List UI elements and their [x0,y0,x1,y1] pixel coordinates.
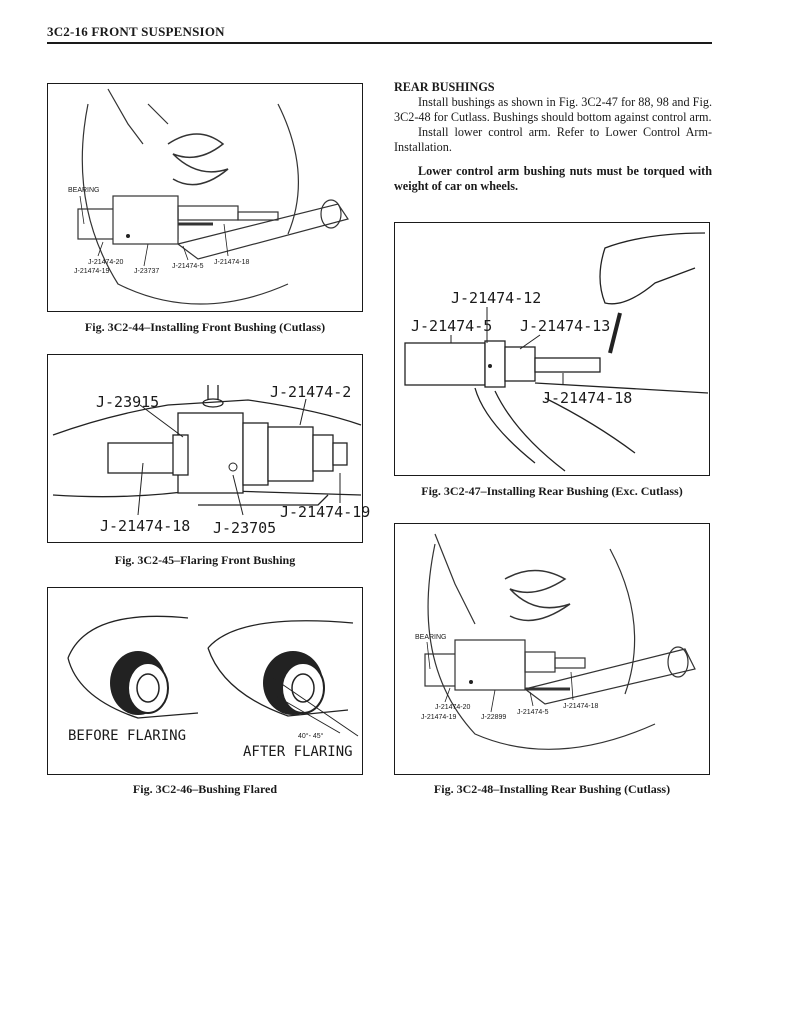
fig48-label-20: J-21474-20 [435,704,471,711]
fig44-illustration: BEARING J-21474-20 J-21474-19 J-23737 J-… [68,88,349,305]
paragraph-2: Install lower control arm. Refer to Lowe… [394,125,712,154]
paragraph-1: Install bushings as shown in Fig. 3C2-47… [394,95,712,124]
fig45-label-23915: J-23915 [96,393,159,411]
fig47-illustration: J-21474-12 J-21474-5 J-21474-13 J-21474-… [404,232,709,472]
fig46-illustration: BEFORE FLARING AFTER FLARING 40°- 45° [67,615,359,760]
figure-3c2-48: BEARING J-21474-20 J-21474-19 J-22899 J-… [394,523,710,775]
fig46-label-angle: 40°- 45° [298,732,324,740]
paragraph-3: Lower control arm bushing nuts must be t… [394,164,712,193]
fig47-label-18: J-21474-18 [542,389,632,407]
fig48-caption: Fig. 3C2-48–Installing Rear Bushing (Cut… [433,782,671,796]
fig44-label-37: J-23737 [134,268,159,275]
fig48-label-18: J-21474-18 [563,703,599,710]
fig45-illustration: J-23915 J-21474-2 J-21474-18 J-23705 J-2… [52,383,370,537]
fig45-label-23705: J-23705 [213,519,276,537]
fig44-label-bearing: BEARING [68,187,100,194]
fig48-illustration: BEARING J-21474-20 J-21474-19 J-22899 J-… [415,533,696,750]
fig47-label-12: J-21474-12 [451,289,541,307]
figure-3c2-47: J-21474-12 J-21474-5 J-21474-13 J-21474-… [394,222,710,476]
header-rule [47,42,712,44]
figure-3c2-46: BEFORE FLARING AFTER FLARING 40°- 45° [47,587,363,775]
fig44-label-18: J-21474-18 [214,259,250,266]
fig47-caption: Fig. 3C2-47–Installing Rear Bushing (Exc… [421,484,683,498]
fig45-label-18: J-21474-18 [100,517,190,535]
fig48-label-19: J-21474-19 [421,714,457,721]
fig47-label-5: J-21474-5 [411,317,492,335]
fig48-label-5: J-21474-5 [517,709,549,716]
section-heading: REAR BUSHINGS [394,80,495,94]
page-header: 3C2-16 FRONT SUSPENSION [47,24,225,39]
fig45-caption: Fig. 3C2-45–Flaring Front Bushing [114,553,296,567]
fig44-caption: Fig. 3C2-44–Installing Front Bushing (Cu… [84,320,326,334]
fig44-label-5: J-21474-5 [172,263,204,270]
fig45-label-19: J-21474-19 [280,503,370,521]
rear-bushings-section: REAR BUSHINGS Install bushings as shown … [394,80,712,194]
fig45-label-2: J-21474-2 [270,383,351,401]
fig48-label-bearing: BEARING [415,634,447,641]
fig44-label-20: J-21474-20 [88,259,124,266]
figure-3c2-44: BEARING J-21474-20 J-21474-19 J-23737 J-… [47,83,363,312]
fig46-label-after: AFTER FLARING [243,744,353,760]
fig47-label-13: J-21474-13 [520,317,610,335]
fig44-label-19: J-21474-19 [74,268,110,275]
fig46-label-before: BEFORE FLARING [68,728,186,744]
fig48-label-22899: J-22899 [481,714,506,721]
fig46-caption: Fig. 3C2-46–Bushing Flared [132,782,278,796]
figure-3c2-45: J-23915 J-21474-2 J-21474-18 J-23705 J-2… [47,354,370,543]
